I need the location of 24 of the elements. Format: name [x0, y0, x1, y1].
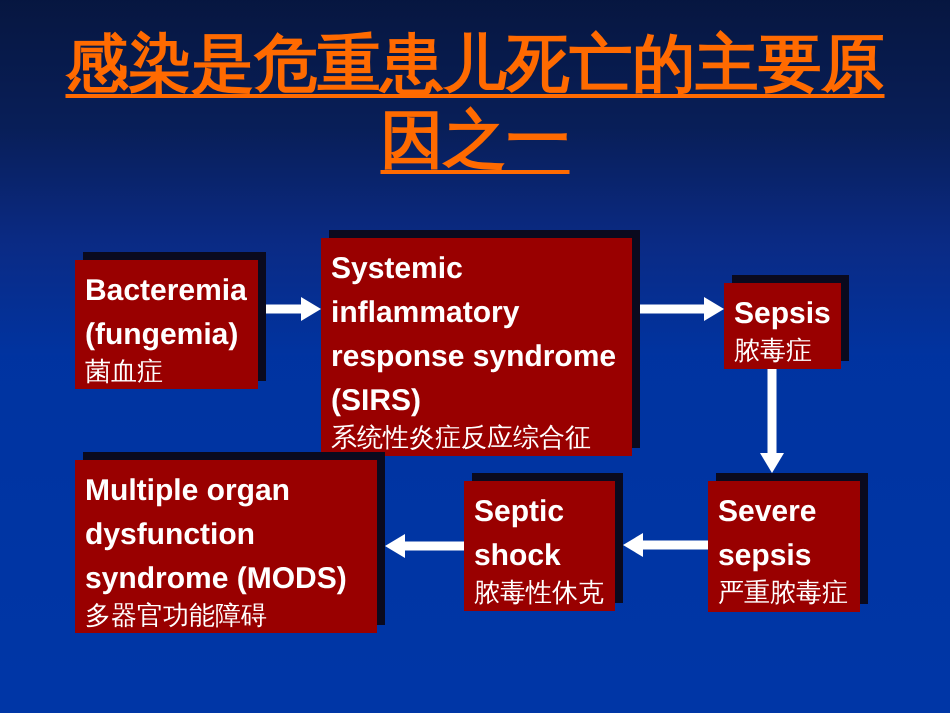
term-text: Sepsis: [734, 296, 832, 332]
term-text: Systemic inflammatory response syndrome (SIRS): [331, 251, 618, 419]
term-box: [321, 230, 640, 456]
translation-text: 菌血症: [85, 357, 164, 387]
term-text: Severe sepsis: [718, 494, 818, 574]
translation-text: 系统性炎症反应综合征: [331, 423, 592, 453]
translation-text: 脓毒性休克: [474, 578, 605, 608]
translation-text: 多器官功能障碍: [85, 601, 268, 631]
term-box: [75, 252, 266, 389]
term-box: [708, 473, 868, 612]
arrow: [760, 369, 784, 473]
translation-text: 严重脓毒症: [718, 578, 849, 608]
term-box: [724, 275, 849, 369]
term-text: Multiple organ dysfunction syndrome (MODS): [85, 473, 348, 597]
arrow: [623, 533, 708, 557]
arrow: [385, 534, 464, 558]
term-text: Bacteremia (fungemia): [85, 273, 248, 353]
arrow: [640, 297, 724, 321]
arrow: [266, 297, 321, 321]
term-text: Septic shock: [474, 494, 566, 574]
term-box: [464, 473, 623, 611]
term-box: [75, 452, 385, 633]
translation-text: 脓毒症: [734, 336, 813, 366]
title: 感染是危重患儿死亡的主要原因之一: [64, 26, 886, 178]
